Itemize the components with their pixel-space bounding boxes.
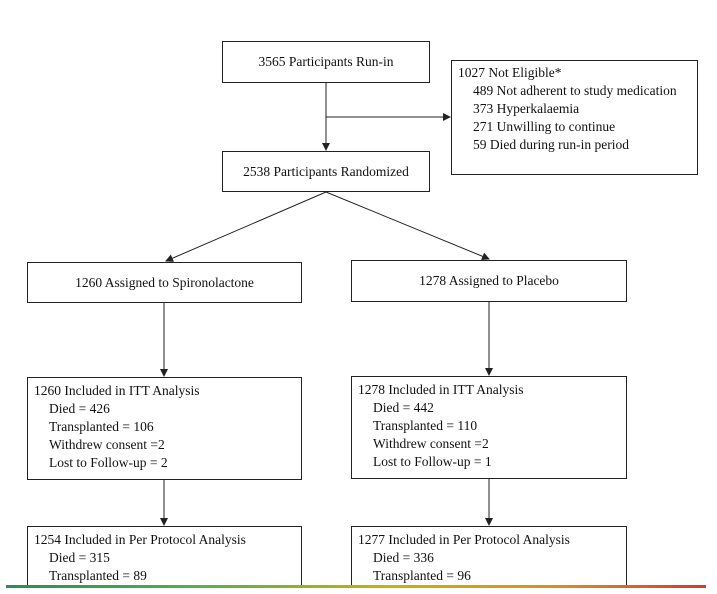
spironolactone-itt-box: 1260 Included in ITT Analysis Died = 426… — [27, 377, 302, 480]
pp-item: Transplanted = 89 — [49, 568, 147, 583]
spironolactone-assigned-box: 1260 Assigned to Spironolactone — [27, 262, 302, 303]
not-eligible-item: 373 Hyperkalaemia — [473, 101, 580, 116]
itt-item: Died = 426 — [49, 401, 110, 416]
not-eligible-item: 489 Not adherent to study medication — [473, 83, 677, 98]
runin-box: 3565 Participants Run-in — [222, 41, 430, 83]
arrow-to-spironolactone — [165, 191, 327, 262]
itt-item: Lost to Follow-up = 2 — [49, 455, 168, 470]
bottom-color-rule — [6, 585, 706, 588]
placebo-itt-box: 1278 Included in ITT Analysis Died = 442… — [351, 376, 627, 479]
not-eligible-item: 271 Unwilling to continue — [473, 119, 616, 134]
arrow-to-placebo — [325, 191, 490, 261]
pp-item: Died = 315 — [49, 550, 110, 565]
randomized-label: 2538 Participants Randomized — [243, 163, 409, 179]
itt-item: Died = 442 — [373, 400, 434, 415]
runin-label: 3565 Participants Run-in — [258, 54, 394, 69]
itt-item: Withdrew consent =2 — [373, 436, 489, 451]
itt-item: Transplanted = 110 — [373, 418, 478, 433]
pp-title: 1277 Included in Per Protocol Analysis — [358, 532, 570, 547]
itt-item: Transplanted = 106 — [49, 419, 154, 434]
placebo-assigned-box: 1278 Assigned to Placebo — [351, 260, 627, 302]
pp-item: Transplanted = 96 — [373, 568, 471, 583]
itt-item: Withdrew consent =2 — [49, 437, 165, 452]
spironolactone-assigned-label: 1260 Assigned to Spironolactone — [75, 274, 254, 290]
itt-item: Lost to Follow-up = 1 — [373, 454, 492, 469]
not-eligible-title: 1027 Not Eligible* — [458, 65, 562, 80]
not-eligible-item: 59 Died during run-in period — [473, 137, 629, 152]
pp-item: Died = 336 — [373, 550, 434, 565]
spironolactone-pp-box: 1254 Included in Per Protocol Analysis D… — [27, 526, 302, 588]
not-eligible-box: 1027 Not Eligible* 489 Not adherent to s… — [451, 60, 698, 175]
placebo-pp-box: 1277 Included in Per Protocol Analysis D… — [351, 526, 627, 588]
itt-title: 1278 Included in ITT Analysis — [358, 382, 524, 397]
itt-title: 1260 Included in ITT Analysis — [34, 383, 200, 398]
placebo-assigned-label: 1278 Assigned to Placebo — [419, 273, 559, 288]
randomized-box: 2538 Participants Randomized — [222, 151, 430, 192]
pp-title: 1254 Included in Per Protocol Analysis — [34, 532, 246, 547]
